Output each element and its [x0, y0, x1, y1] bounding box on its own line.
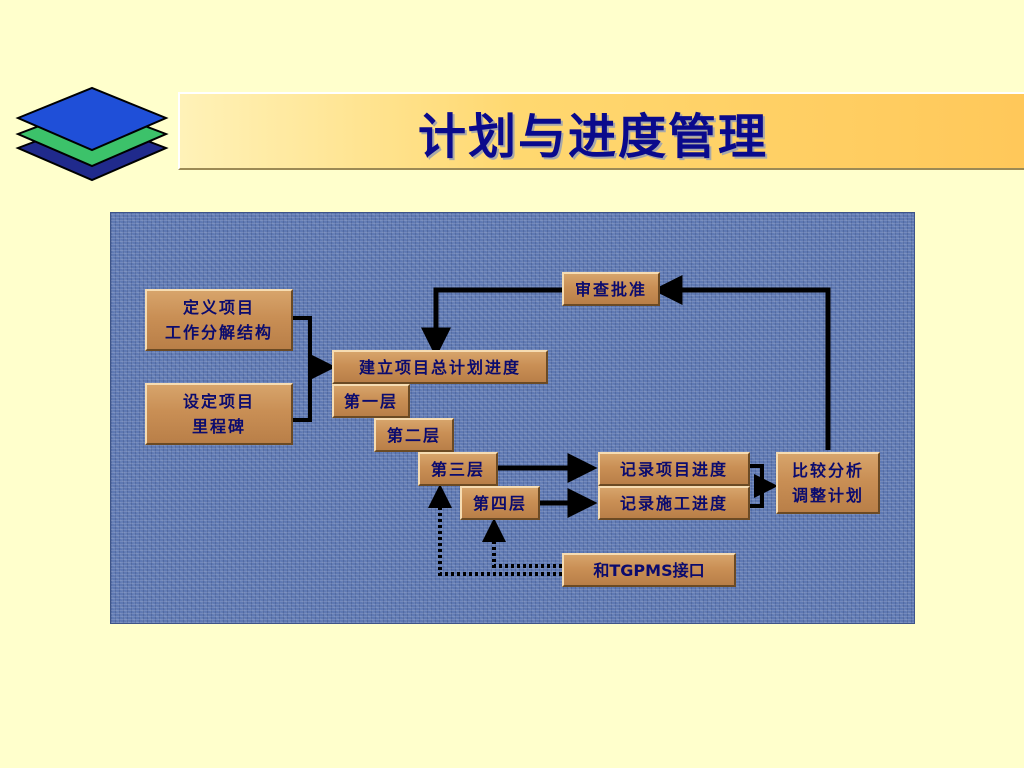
node-define-wbs-line2: 工作分解结构	[164, 323, 273, 342]
node-define-wbs: 定义项目 工作分解结构	[145, 289, 293, 351]
title-bar: 计划与进度管理	[178, 92, 1024, 170]
node-level4: 第四层	[460, 486, 540, 520]
node-tgpms-interface: 和TGPMS接口	[562, 553, 736, 587]
node-record-construction: 记录施工进度	[598, 486, 750, 520]
node-compare-adjust: 比较分析 调整计划	[776, 452, 880, 514]
node-set-milestones-line1: 设定项目	[182, 392, 255, 411]
layer-top	[15, 86, 169, 152]
node-master-plan: 建立项目总计划进度	[332, 350, 548, 384]
node-review: 审查批准	[562, 272, 660, 306]
node-compare-adjust-line1: 比较分析	[791, 461, 864, 480]
node-level2: 第二层	[374, 418, 454, 452]
stacked-layers-icon	[15, 86, 169, 182]
page-title: 计划与进度管理	[417, 109, 768, 165]
node-level1: 第一层	[332, 384, 410, 418]
node-level3: 第三层	[418, 452, 498, 486]
node-set-milestones: 设定项目 里程碑	[145, 383, 293, 445]
node-record-project: 记录项目进度	[598, 452, 750, 486]
node-compare-adjust-line2: 调整计划	[791, 486, 864, 505]
node-set-milestones-line2: 里程碑	[191, 417, 246, 436]
node-define-wbs-line1: 定义项目	[182, 298, 255, 317]
